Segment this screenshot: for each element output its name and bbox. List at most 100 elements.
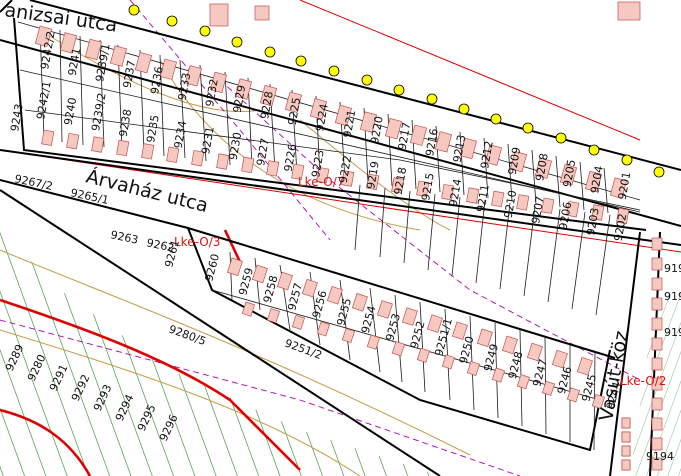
zone-boundaries-thin — [0, 0, 681, 253]
lot-label-9267-2: 9267/2 — [13, 172, 54, 193]
building — [366, 334, 381, 350]
building — [341, 170, 355, 187]
lot-label-9207: 9207 — [529, 195, 547, 225]
building — [541, 380, 556, 396]
building — [501, 335, 518, 355]
utility-lines — [0, 0, 641, 476]
lot-label-9239-2: 9239/2 — [89, 92, 109, 132]
survey-point — [199, 25, 211, 37]
building — [616, 207, 630, 225]
building — [651, 357, 663, 371]
zone-label-right: Lke-O/2 — [620, 374, 666, 388]
lot-label-9214: 9214 — [447, 178, 465, 208]
building — [254, 5, 270, 21]
building — [366, 173, 380, 191]
building — [559, 164, 578, 186]
lot-label-9213: 9213 — [451, 134, 469, 164]
building — [184, 65, 203, 87]
lot-label-9260: 9260 — [202, 252, 222, 282]
building — [651, 417, 663, 431]
survey-point — [490, 113, 502, 125]
building — [409, 124, 428, 146]
building — [66, 132, 80, 150]
survey-point — [522, 122, 534, 134]
building — [466, 360, 481, 377]
building — [401, 307, 418, 326]
lot-label-919-b: 919 — [664, 290, 681, 303]
survey-point — [393, 84, 405, 96]
lot-label-9229: 9229 — [231, 84, 249, 114]
building — [301, 278, 318, 298]
lot-label-9236: 9236 — [148, 65, 166, 95]
building — [359, 111, 378, 133]
lot-label-9230: 9230 — [227, 131, 245, 161]
building — [109, 45, 128, 67]
building — [609, 177, 628, 199]
building — [166, 146, 180, 163]
building — [416, 180, 430, 197]
lot-label-9240: 9240 — [62, 96, 80, 126]
building — [241, 301, 256, 317]
lot-label-9218: 9218 — [392, 166, 410, 196]
lot-label-9208: 9208 — [533, 152, 551, 182]
lot-label-9238: 9238 — [117, 108, 135, 138]
building — [491, 190, 505, 208]
building — [621, 431, 631, 443]
building — [441, 183, 455, 201]
building — [216, 153, 230, 170]
lot-label-9231: 9231 — [199, 125, 217, 155]
building — [516, 194, 530, 211]
lot-label-9210: 9210 — [502, 189, 520, 219]
building — [476, 328, 493, 348]
building — [541, 197, 555, 214]
lot-label-9227: 9227 — [254, 137, 272, 167]
lot-label-919-c: 919 — [664, 326, 681, 339]
survey-point — [295, 55, 307, 67]
survey-point — [328, 65, 340, 77]
building — [551, 349, 568, 369]
building — [651, 277, 663, 291]
survey-point — [426, 93, 438, 105]
building — [251, 264, 268, 284]
building — [209, 71, 228, 94]
zone-label-lower: Lke-O/3 — [174, 235, 220, 249]
survey-point — [555, 132, 567, 144]
lot-label-9242-1: 9242/1 — [34, 80, 54, 120]
street-label-kanizsai: anizsai utca — [3, 0, 118, 37]
lot-label-9250: 9250 — [457, 335, 477, 365]
lot-label-9249: 9249 — [481, 342, 501, 372]
survey-points — [128, 4, 665, 178]
buildings — [34, 1, 663, 471]
lot-label-9217: 9217 — [396, 121, 414, 151]
building — [276, 271, 293, 291]
survey-point — [621, 154, 633, 166]
lot-label-9220: 9220 — [368, 115, 386, 145]
lot-label-9219: 9219 — [364, 160, 382, 190]
building — [226, 257, 243, 277]
building — [134, 51, 153, 74]
building — [651, 377, 663, 391]
building — [591, 393, 606, 410]
building — [617, 1, 641, 21]
survey-point — [128, 4, 140, 16]
lot-label-9233: 9233 — [176, 72, 194, 102]
lot-label-9215: 9215 — [419, 172, 437, 202]
building — [59, 32, 78, 54]
building — [459, 137, 478, 160]
building — [566, 200, 580, 218]
survey-point — [458, 103, 470, 115]
building — [34, 25, 53, 47]
building — [526, 342, 543, 362]
survey-point — [264, 46, 276, 58]
lot-label-9232: 9232 — [203, 78, 221, 108]
building — [316, 321, 331, 337]
building — [266, 160, 280, 177]
building — [291, 163, 305, 180]
building — [651, 337, 663, 351]
building — [651, 437, 663, 451]
building — [426, 314, 443, 333]
building — [651, 297, 663, 311]
building — [651, 237, 663, 251]
building — [334, 104, 353, 127]
